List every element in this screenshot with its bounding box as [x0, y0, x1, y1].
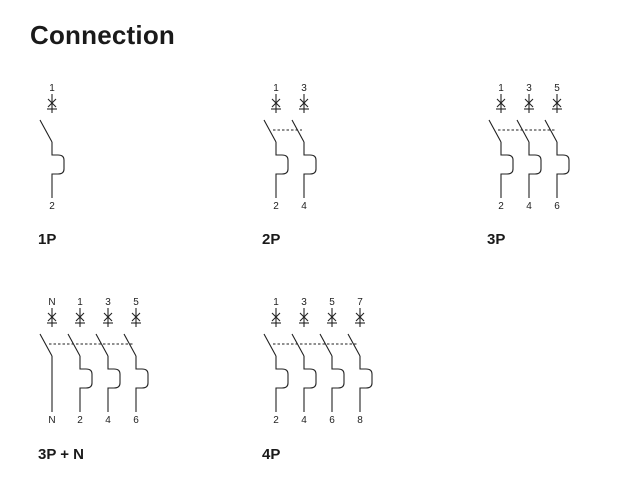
switch-blade: [488, 119, 502, 143]
breaker-pole: [123, 308, 149, 412]
bottom-terminal-label: 4: [301, 201, 307, 212]
trip-element: [51, 142, 65, 198]
switch-blade: [39, 333, 53, 357]
bottom-terminal-label: 8: [357, 415, 363, 426]
contact-cross: [47, 312, 57, 322]
contact-cross: [524, 98, 534, 108]
contact-cross: [271, 98, 281, 108]
top-terminal-label: 3: [301, 297, 307, 308]
top-terminal-label: 7: [357, 297, 363, 308]
bottom-terminal-label: 2: [498, 201, 504, 212]
switch-blade: [516, 119, 530, 143]
diagram-label-2p: 2P: [262, 231, 281, 248]
contact-cross: [75, 312, 85, 322]
switch-blade: [39, 119, 53, 143]
breaker-pole: [263, 308, 289, 412]
bottom-terminal-label: 2: [49, 201, 55, 212]
switch-blade: [123, 333, 137, 357]
switch-blade: [67, 333, 81, 357]
breaker-pole: [544, 94, 570, 198]
contact-cross: [299, 98, 309, 108]
switch-blade: [347, 333, 361, 357]
contact-cross: [271, 312, 281, 322]
top-terminal-label: 5: [133, 297, 139, 308]
bottom-terminal-label: N: [48, 415, 55, 426]
contact-cross: [327, 312, 337, 322]
top-terminal-label: 1: [498, 83, 504, 94]
switch-blade: [544, 119, 558, 143]
top-terminal-label: 1: [273, 83, 279, 94]
diagram-label-1p: 1P: [38, 231, 57, 248]
trip-element: [528, 142, 542, 198]
trip-element: [275, 142, 289, 198]
bottom-terminal-label: 2: [273, 201, 279, 212]
top-terminal-label: 1: [77, 297, 83, 308]
diagram-label-3p: 3P: [487, 231, 506, 248]
trip-element: [135, 356, 149, 412]
breaker-pole: [516, 94, 542, 198]
top-terminal-label: 3: [526, 83, 532, 94]
bottom-terminal-label: 2: [273, 415, 279, 426]
page-title: Connection: [30, 20, 175, 50]
trip-element: [79, 356, 93, 412]
trip-element: [331, 356, 345, 412]
diagram-1p: 12: [39, 83, 65, 212]
contact-cross: [103, 312, 113, 322]
trip-element: [303, 356, 317, 412]
contact-cross: [552, 98, 562, 108]
trip-element: [556, 142, 570, 198]
diagram-label-3pn: 3P + N: [38, 446, 85, 463]
breaker-pole: [263, 94, 289, 198]
top-terminal-label: 5: [329, 297, 335, 308]
switch-blade: [95, 333, 109, 357]
bottom-terminal-label: 6: [329, 415, 335, 426]
bottom-terminal-label: 4: [301, 415, 307, 426]
diagram-4p: 1 3 5 7 2 4 6 8: [263, 297, 373, 426]
trip-element: [500, 142, 514, 198]
top-terminal-label: 5: [554, 83, 560, 94]
contact-cross: [355, 312, 365, 322]
contact-cross: [496, 98, 506, 108]
diagram-label-4p: 4P: [262, 446, 281, 463]
bottom-terminal-label: 6: [554, 201, 560, 212]
contact-cross: [47, 98, 57, 108]
contact-cross: [131, 312, 141, 322]
trip-element: [303, 142, 317, 198]
breaker-pole: [291, 94, 317, 198]
breaker-pole: [95, 308, 121, 412]
top-terminal-label: 3: [301, 83, 307, 94]
bottom-terminal-label: 4: [526, 201, 532, 212]
top-terminal-label: 1: [273, 297, 279, 308]
bottom-terminal-label: 2: [77, 415, 83, 426]
trip-element: [275, 356, 289, 412]
contact-cross: [299, 312, 309, 322]
bottom-terminal-label: 6: [133, 415, 139, 426]
breaker-pole: [488, 94, 514, 198]
trip-element: [359, 356, 373, 412]
switch-blade: [263, 119, 277, 143]
breaker-pole: [67, 308, 93, 412]
breaker-pole: [291, 308, 317, 412]
switch-blade: [291, 119, 305, 143]
bottom-terminal-label: 4: [105, 415, 111, 426]
breaker-pole: [319, 308, 345, 412]
trip-element: [107, 356, 121, 412]
breaker-pole: [347, 308, 373, 412]
switch-blade: [291, 333, 305, 357]
top-terminal-label: N: [48, 297, 55, 308]
switch-blade: [319, 333, 333, 357]
top-terminal-label: 1: [49, 83, 55, 94]
neutral-pole: [39, 308, 57, 412]
breaker-pole: [39, 94, 65, 198]
diagram-2p: 1 3 2 4: [263, 83, 317, 212]
top-terminal-label: 3: [105, 297, 111, 308]
diagram-3p: 1 3 5 2 4 6: [488, 83, 570, 212]
switch-blade: [263, 333, 277, 357]
